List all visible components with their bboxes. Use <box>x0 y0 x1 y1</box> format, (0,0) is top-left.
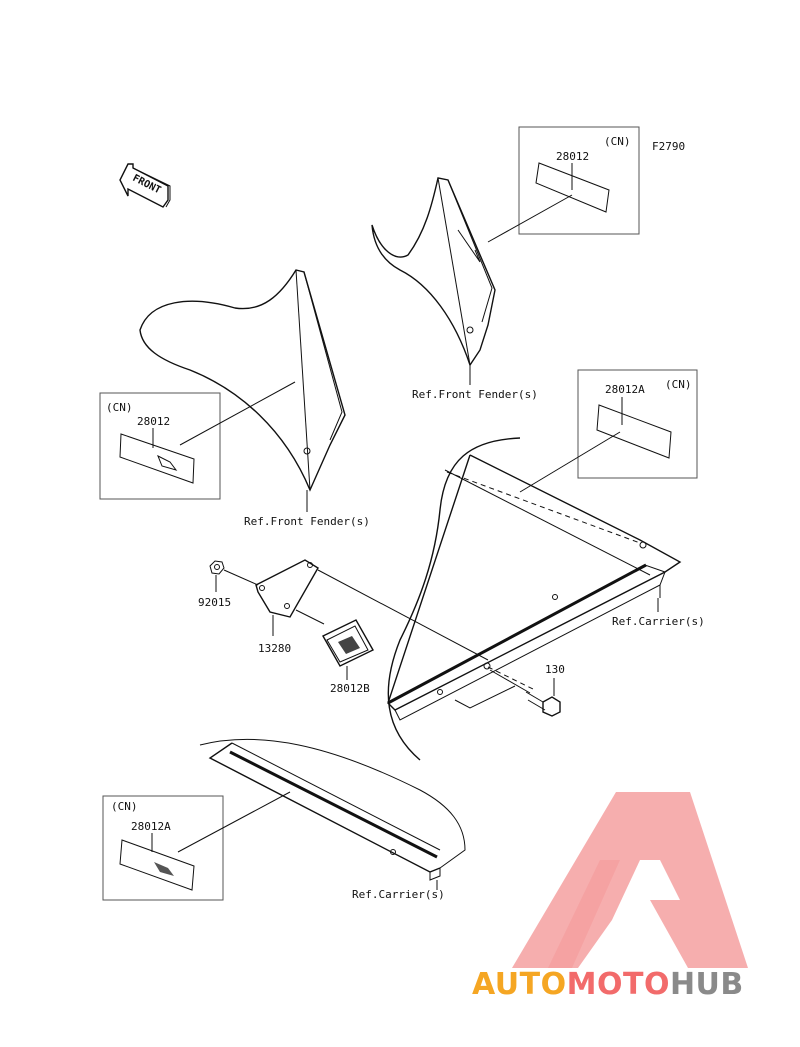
ref-front-fender-right: Ref.Front Fender(s) <box>412 388 538 401</box>
ref-front-fender-left: Ref.Front Fender(s) <box>244 515 370 528</box>
decal-top-group: (CN) 28012 <box>487 126 640 243</box>
decal-right-partno: 28012A <box>605 383 645 396</box>
decal-top-region: (CN) <box>604 135 631 148</box>
automotohub-logo: AUTOMOTOHUB <box>472 792 748 1002</box>
decal-left-box <box>99 392 221 500</box>
decal-bottom-partno: 28012A <box>131 820 171 833</box>
decal-top-partno: 28012 <box>556 150 589 163</box>
logo-text-auto: AUTO <box>472 967 567 1002</box>
decal-left-sticker <box>119 433 195 484</box>
front-fender-right: Ref.Front Fender(s) <box>371 177 538 401</box>
logo-text-hub: HUB <box>670 967 744 1002</box>
svg-text:AUTOMOTOHUB: AUTOMOTOHUB <box>472 967 744 1002</box>
decal-bottom-box <box>102 795 224 901</box>
partno-13280: 13280 <box>258 642 291 655</box>
ref-carrier-bottom: Ref.Carrier(s) <box>352 888 445 901</box>
decal-left-group: (CN) 28012 <box>99 381 296 500</box>
logo-text-moto: MOTO <box>567 967 670 1002</box>
decal-right-region: (CN) <box>665 378 692 391</box>
decal-right-box <box>577 369 698 479</box>
partno-130: 130 <box>545 663 565 676</box>
decal-bottom-region: (CN) <box>111 800 138 813</box>
partno-28012B: 28012B <box>330 682 370 695</box>
ref-carrier-right: Ref.Carrier(s) <box>612 615 705 628</box>
front-arrow-icon: FRONT <box>119 163 171 208</box>
decal-bottom-sticker <box>119 839 195 891</box>
decal-left-partno: 28012 <box>137 415 170 428</box>
nut-icon <box>209 560 225 575</box>
decal-right-sticker <box>596 404 672 459</box>
plate-hardware: 92015 13280 28012B 130 <box>198 559 565 717</box>
partno-92015: 92015 <box>198 596 231 609</box>
decal-right-group: (CN) 28012A <box>519 369 698 493</box>
carrier-bottom: Ref.Carrier(s) <box>199 738 466 901</box>
front-fender-left: Ref.Front Fender(s) <box>139 269 370 528</box>
decal-top-box <box>518 126 640 235</box>
decal-bottom-group: (CN) 28012A <box>102 791 291 901</box>
figure-code: F2790 <box>652 140 685 153</box>
bolt-icon <box>525 691 561 717</box>
bracket-icon <box>255 559 319 618</box>
decal-top-sticker <box>535 162 610 213</box>
carrier-right: Ref.Carrier(s) <box>387 437 705 761</box>
plate-icon <box>322 619 374 667</box>
decal-left-region: (CN) <box>106 401 133 414</box>
